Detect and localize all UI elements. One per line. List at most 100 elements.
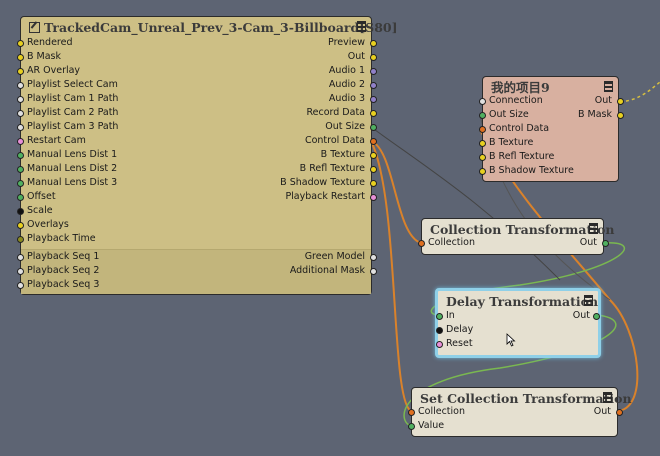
project-in-port-b-texture[interactable]: [479, 139, 486, 147]
main-out-port-b-texture[interactable]: [370, 151, 377, 159]
project-out-port-out[interactable]: [617, 97, 624, 105]
main-in-pin-label: Manual Lens Dist 3: [27, 177, 118, 188]
main-in-pin-label: Playlist Cam 3 Path: [27, 121, 119, 132]
main-in-port-restart-cam[interactable]: [17, 137, 24, 145]
project-out-port-b-mask[interactable]: [617, 111, 624, 119]
project-in-pin-label: Control Data: [489, 123, 550, 134]
main-in-port-playlist-cam-1-path[interactable]: [17, 95, 24, 103]
main-out-port-playback-restart[interactable]: [370, 193, 377, 201]
project-in-port-control-data[interactable]: [479, 125, 486, 133]
main-in-port-manual-lens-dist-1[interactable]: [17, 151, 24, 159]
main-out-port-control-data[interactable]: [370, 137, 377, 145]
collection-out-pin-label: Out: [579, 237, 597, 248]
main-out-port-record-data[interactable]: [370, 109, 377, 117]
main-in-port-playlist-cam-3-path[interactable]: [17, 123, 24, 131]
project-in-pin-label: B Texture: [489, 137, 534, 148]
main-in-port-manual-lens-dist-3[interactable]: [17, 179, 24, 187]
main-bottom-out-port-green-model[interactable]: [370, 253, 377, 261]
main-bottom-in-port-playback-seq-3[interactable]: [17, 281, 24, 289]
main-out-pin-label: Playback Restart: [285, 191, 365, 202]
main-in-pin-label: Playlist Cam 2 Path: [27, 107, 119, 118]
project-in-port-connection[interactable]: [479, 97, 486, 105]
mouse-cursor-icon: [506, 333, 516, 347]
set-node-title: Set Collection Transformation: [420, 391, 632, 406]
main-bottom-in-pin-label: Playback Seq 1: [27, 251, 100, 262]
set-out-pin-label: Out: [593, 406, 611, 417]
node-menu-icon[interactable]: [604, 81, 613, 92]
main-in-pin-label: Playlist Select Cam: [27, 79, 118, 90]
edit-icon[interactable]: [29, 22, 40, 33]
wire-collection-to-delay: [430, 242, 625, 316]
main-in-port-b-mask[interactable]: [17, 53, 24, 61]
main-in-pin-label: Playlist Cam 1 Path: [27, 93, 119, 104]
node-menu-icon[interactable]: [603, 392, 612, 403]
set-in-pin-label: Value: [418, 420, 445, 431]
main-out-port-audio-3[interactable]: [370, 95, 377, 103]
main-in-pin-label: B Mask: [27, 51, 62, 62]
main-out-pin-label: B Texture: [320, 149, 365, 160]
delay-out-port-out[interactable]: [593, 312, 600, 320]
set-collection-transformation-node[interactable]: Set Collection Transformation Collection…: [408, 387, 632, 437]
node-menu-icon[interactable]: [357, 21, 366, 32]
main-bottom-out-port-additional-mask[interactable]: [370, 267, 377, 275]
main-in-port-manual-lens-dist-2[interactable]: [17, 165, 24, 173]
main-bottom-out-pin-label: Green Model: [304, 251, 365, 262]
project-in-port-out-size[interactable]: [479, 111, 486, 119]
main-out-pin-label: Out Size: [325, 121, 365, 132]
main-out-pin-label: Out: [347, 51, 365, 62]
node-menu-icon[interactable]: [589, 223, 598, 234]
set-in-port-value[interactable]: [408, 422, 415, 430]
set-out-port-out[interactable]: [616, 408, 623, 416]
main-in-port-playlist-select-cam[interactable]: [17, 81, 24, 89]
main-in-pin-label: Scale: [27, 205, 53, 216]
main-out-pin-label: Control Data: [304, 135, 365, 146]
delay-in-port-in[interactable]: [436, 312, 443, 320]
main-bottom-in-port-playback-seq-1[interactable]: [17, 253, 24, 261]
wire-delay-to-set: [403, 314, 617, 427]
main-out-port-audio-2[interactable]: [370, 81, 377, 89]
main-in-port-ar-overlay[interactable]: [17, 67, 24, 75]
delay-node-title: Delay Transformation: [446, 294, 599, 309]
main-out-pin-label: Audio 2: [328, 79, 365, 90]
main-in-port-offset[interactable]: [17, 193, 24, 201]
main-out-port-b-shadow-texture[interactable]: [370, 179, 377, 187]
collection-out-port-out[interactable]: [602, 239, 609, 247]
main-out-pin-label: Record Data: [306, 107, 365, 118]
set-in-pin-label: Collection: [418, 406, 465, 417]
project-in-port-b-refl-texture[interactable]: [479, 153, 486, 161]
main-out-pin-label: Audio 1: [328, 65, 365, 76]
main-out-port-out[interactable]: [370, 53, 377, 61]
project-in-pin-label: B Refl Texture: [489, 151, 555, 162]
project-in-pin-label: B Shadow Texture: [489, 165, 574, 176]
main-in-port-overlays[interactable]: [17, 221, 24, 229]
main-out-port-b-refl-texture[interactable]: [370, 165, 377, 173]
wire-control-to-set: [370, 140, 412, 412]
main-bottom-in-port-playback-seq-2[interactable]: [17, 267, 24, 275]
delay-in-port-reset[interactable]: [436, 340, 443, 348]
project-out-pin-label: B Mask: [577, 109, 612, 120]
project-in-pin-label: Out Size: [489, 109, 529, 120]
wire-project-out: [619, 81, 660, 103]
main-bottom-in-pin-label: Playback Seq 3: [27, 279, 100, 290]
main-out-port-out-size[interactable]: [370, 123, 377, 131]
delay-in-port-delay[interactable]: [436, 326, 443, 334]
main-in-pin-label: AR Overlay: [27, 65, 81, 76]
project-in-port-b-shadow-texture[interactable]: [479, 167, 486, 175]
main-in-port-playlist-cam-2-path[interactable]: [17, 109, 24, 117]
main-in-port-playback-time[interactable]: [17, 235, 24, 243]
set-in-port-collection[interactable]: [408, 408, 415, 416]
main-in-port-scale[interactable]: [17, 207, 24, 215]
main-in-port-rendered[interactable]: [17, 39, 24, 47]
main-out-pin-label: Audio 3: [328, 93, 365, 104]
tracked-cam-node[interactable]: TrackedCam_Unreal_Prev_3-Cam_3-Billboard…: [17, 16, 398, 295]
main-in-pin-label: Offset: [27, 191, 56, 202]
bottom-section: [21, 249, 371, 294]
main-out-port-preview[interactable]: [370, 39, 377, 47]
collection-in-port-collection[interactable]: [418, 239, 425, 247]
project-node-title: 我的项目9: [491, 80, 550, 95]
node-menu-icon[interactable]: [584, 295, 593, 306]
main-out-port-audio-1[interactable]: [370, 67, 377, 75]
